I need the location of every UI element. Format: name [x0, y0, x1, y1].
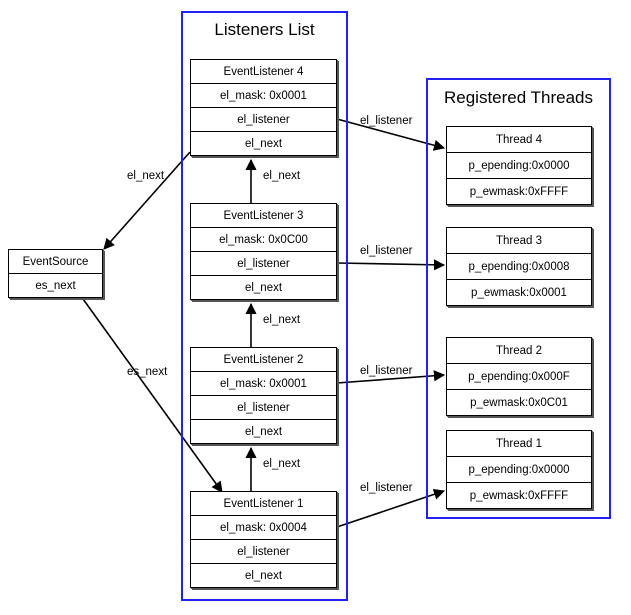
node-event-listener-3[interactable]: EventListener 3 el_mask: 0x0C00 el_liste…: [190, 203, 337, 300]
node-event-listener-2[interactable]: EventListener 2 el_mask: 0x0001 el_liste…: [190, 347, 337, 444]
node-thread-3[interactable]: Thread 3 p_epending:0x0008 p_ewmask:0x00…: [446, 227, 592, 306]
group-listeners-list-title: Listeners List: [214, 20, 315, 39]
group-listeners-list: [181, 11, 348, 601]
edge-label-source-to-l1: es_next: [127, 366, 168, 378]
event-listener-3-name: EventListener 3: [191, 204, 336, 228]
event-source-name: EventSource: [9, 250, 102, 274]
edge-label-l2-to-t2: el_listener: [360, 365, 413, 377]
event-listener-4-field-el-listener: el_listener: [191, 108, 336, 132]
thread-1-field-p-epending: p_epending:0x0000: [447, 457, 591, 483]
edge-label-l2-to-l3: el_next: [263, 314, 301, 326]
event-listener-2-field-el-mask: el_mask: 0x0001: [191, 372, 336, 396]
thread-1-field-p-ewmask: p_ewmask:0xFFFF: [469, 490, 569, 502]
group-registered-threads-title: Registered Threads: [444, 88, 593, 107]
event-listener-3-field-el-mask: el_mask: 0x0C00: [191, 228, 336, 252]
edge-label-l3-to-l4: el_next: [263, 170, 301, 182]
edge-label-l1-to-l2: el_next: [263, 458, 301, 470]
event-listener-4-field-el-mask: el_mask: 0x0001: [191, 84, 336, 108]
thread-1-name: Thread 1: [447, 431, 591, 457]
edge-label-l4-to-source: el_next: [127, 170, 165, 182]
node-event-listener-4[interactable]: EventListener 4 el_mask: 0x0001 el_liste…: [190, 59, 337, 156]
edge-label-l1-to-t1: el_listener: [360, 482, 413, 494]
thread-4-name: Thread 4: [447, 127, 591, 153]
event-listener-1-field-el-next: el_next: [244, 570, 283, 582]
event-listener-1-name: EventListener 1: [191, 492, 336, 516]
node-thread-4[interactable]: Thread 4 p_epending:0x0000 p_ewmask:0xFF…: [446, 126, 592, 205]
thread-2-field-p-epending: p_epending:0x000F: [447, 364, 591, 390]
event-listener-4-name: EventListener 4: [191, 60, 336, 84]
thread-4-field-p-ewmask: p_ewmask:0xFFFF: [469, 186, 569, 198]
event-source-field-es-next: es_next: [35, 280, 76, 292]
edge-label-l3-to-t3: el_listener: [360, 245, 413, 257]
edge-l4-to-source: [103, 151, 191, 250]
event-listener-4-field-el-next: el_next: [244, 138, 283, 150]
thread-4-field-p-epending: p_epending:0x0000: [447, 153, 591, 179]
event-listener-3-field-el-next: el_next: [244, 282, 283, 294]
node-event-listener-1[interactable]: EventListener 1 el_mask: 0x0004 el_liste…: [190, 491, 337, 588]
thread-3-field-p-ewmask: p_ewmask:0x0001: [471, 287, 567, 299]
event-listener-1-field-el-mask: el_mask: 0x0004: [191, 516, 336, 540]
node-event-source[interactable]: EventSource es_next: [8, 249, 103, 298]
edge-label-l4-to-t4: el_listener: [360, 115, 413, 127]
thread-2-name: Thread 2: [447, 338, 591, 364]
group-registered-threads: [426, 78, 611, 519]
node-thread-1[interactable]: Thread 1 p_epending:0x0000 p_ewmask:0xFF…: [446, 430, 592, 509]
event-listener-2-field-el-next: el_next: [244, 426, 283, 438]
event-listener-2-name: EventListener 2: [191, 348, 336, 372]
event-listener-2-field-el-listener: el_listener: [191, 396, 336, 420]
thread-3-field-p-epending: p_epending:0x0008: [447, 254, 591, 280]
node-thread-2[interactable]: Thread 2 p_epending:0x000F p_ewmask:0x0C…: [446, 337, 592, 416]
thread-3-name: Thread 3: [447, 228, 591, 254]
thread-2-field-p-ewmask: p_ewmask:0x0C01: [470, 397, 568, 409]
event-listener-3-field-el-listener: el_listener: [191, 252, 336, 276]
event-listener-1-field-el-listener: el_listener: [191, 540, 336, 564]
